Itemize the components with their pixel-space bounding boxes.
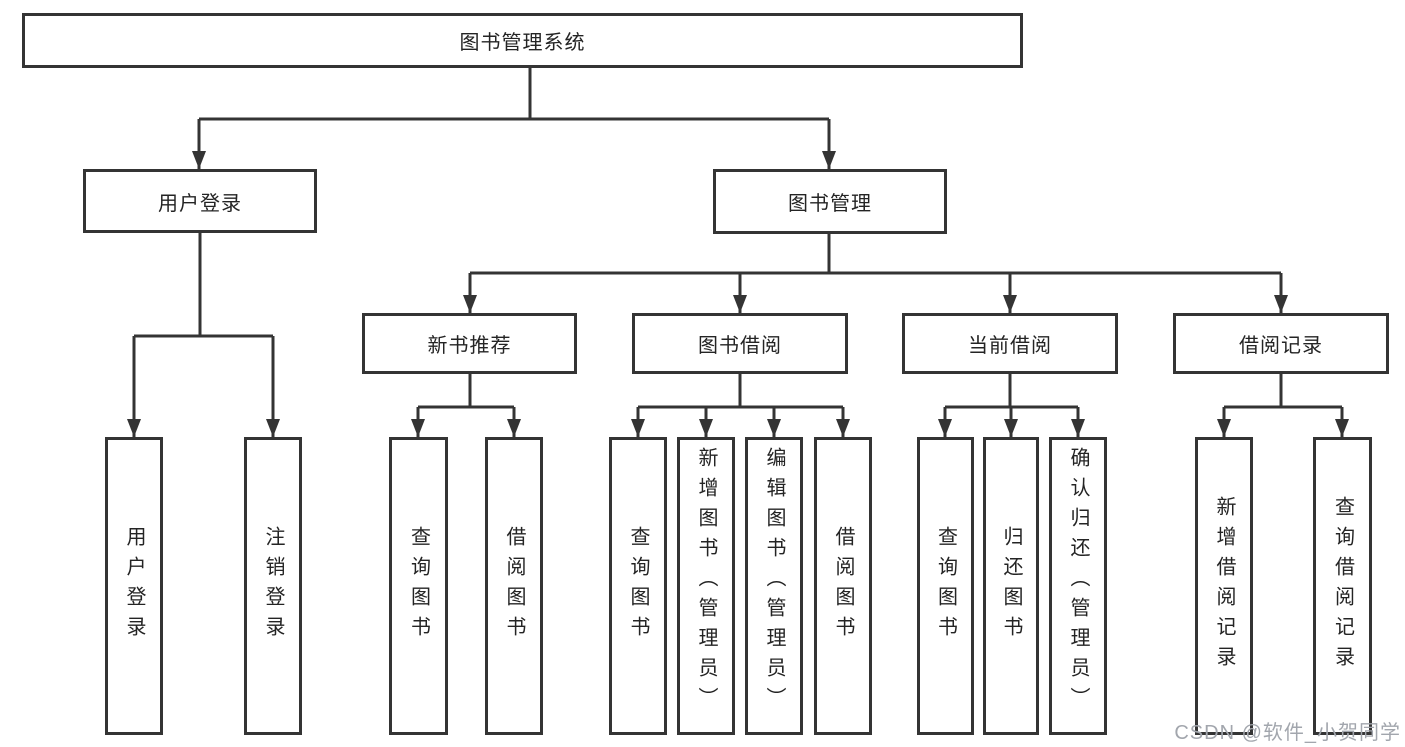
leaf-query-books-1: 查询图书	[389, 437, 448, 735]
leaf-query-books-2: 查询图书	[609, 437, 667, 735]
leaf-borrow-books-2-label: 借阅图书	[832, 526, 854, 646]
leaf-user-login: 用户登录	[105, 437, 163, 735]
node-borrowing-records-label: 借阅记录	[1239, 335, 1323, 357]
node-borrowing-records: 借阅记录	[1173, 313, 1389, 374]
leaf-add-books-admin-label: 新增图书（管理员）	[695, 447, 717, 717]
csdn-watermark: CSDN @软件_小贺同学	[1174, 722, 1401, 744]
node-root: 图书管理系统	[22, 13, 1023, 68]
node-book-borrowing-label: 图书借阅	[698, 335, 782, 357]
node-new-book-recommend-label: 新书推荐	[427, 335, 512, 357]
leaf-confirm-return-admin: 确认归还（管理员）	[1049, 437, 1107, 735]
node-book-borrowing: 图书借阅	[632, 313, 848, 374]
leaf-logout-label: 注销登录	[262, 526, 284, 646]
node-user-login: 用户登录	[83, 169, 317, 233]
leaf-query-borrow-record: 查询借阅记录	[1313, 437, 1372, 735]
leaf-borrow-books-1-label: 借阅图书	[503, 526, 525, 646]
node-book-management-label: 图书管理	[788, 193, 872, 215]
leaf-logout: 注销登录	[244, 437, 302, 735]
leaf-query-books-3-label: 查询图书	[934, 526, 957, 646]
node-current-borrowing: 当前借阅	[902, 313, 1118, 374]
leaf-query-books-2-label: 查询图书	[627, 526, 649, 646]
leaf-query-books-1-label: 查询图书	[407, 526, 430, 646]
leaf-query-books-3: 查询图书	[917, 437, 974, 735]
leaf-confirm-return-admin-label: 确认归还（管理员）	[1067, 447, 1089, 717]
leaf-query-borrow-record-label: 查询借阅记录	[1331, 496, 1354, 676]
leaf-borrow-books-2: 借阅图书	[814, 437, 872, 735]
leaf-return-books-label: 归还图书	[1000, 526, 1022, 646]
leaf-add-borrow-record: 新增借阅记录	[1195, 437, 1253, 735]
node-root-label: 图书管理系统	[459, 32, 586, 54]
leaf-user-login-label: 用户登录	[123, 526, 145, 646]
leaf-edit-books-admin-label: 编辑图书（管理员）	[763, 447, 785, 717]
leaf-add-borrow-record-label: 新增借阅记录	[1213, 496, 1235, 676]
leaf-borrow-books-1: 借阅图书	[485, 437, 543, 735]
node-user-login-label: 用户登录	[158, 192, 242, 215]
node-current-borrowing-label: 当前借阅	[968, 335, 1052, 357]
node-new-book-recommend: 新书推荐	[362, 313, 577, 374]
node-book-management: 图书管理	[713, 169, 947, 234]
leaf-add-books-admin: 新增图书（管理员）	[677, 437, 735, 735]
leaf-edit-books-admin: 编辑图书（管理员）	[745, 437, 803, 735]
leaf-return-books: 归还图书	[983, 437, 1039, 735]
